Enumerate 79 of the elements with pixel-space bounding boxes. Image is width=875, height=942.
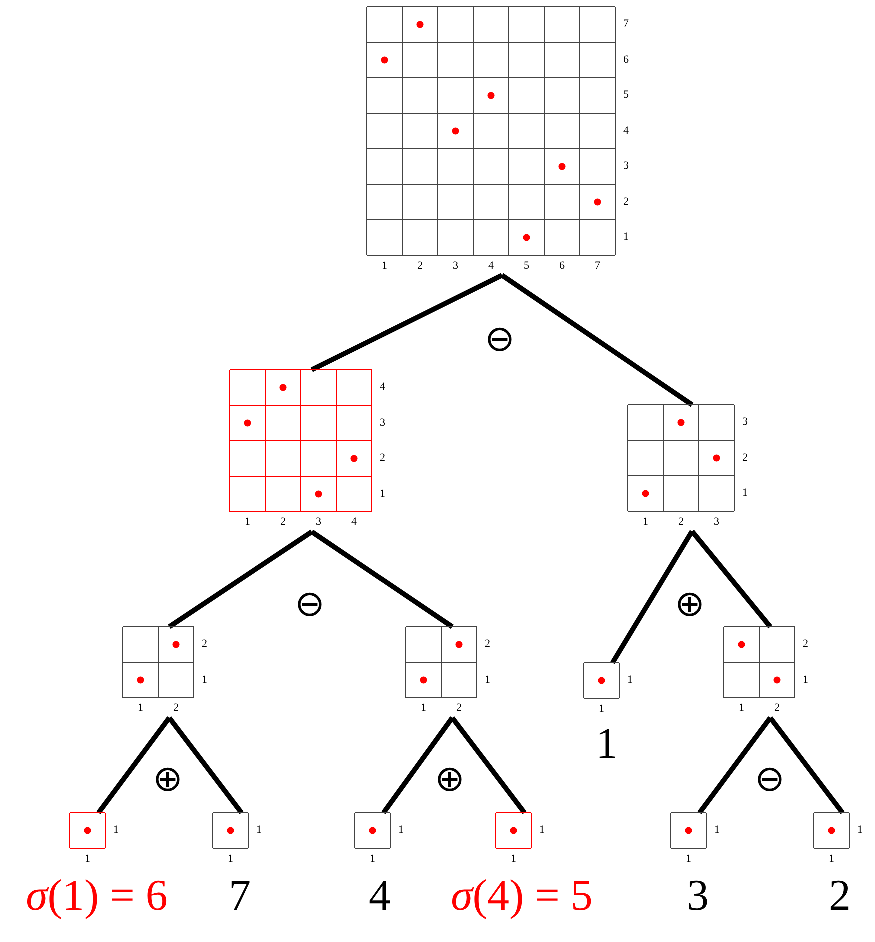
axis-label: 6 — [624, 54, 629, 66]
axis-label: 1 — [398, 825, 404, 836]
operator-symbol: ⊖ — [484, 321, 516, 359]
value-label: 4 — [369, 872, 391, 920]
tree-edge — [168, 716, 244, 815]
axis-label: 1 — [485, 674, 490, 686]
axis-label: 4 — [380, 382, 386, 394]
value-label: 1 — [596, 720, 618, 768]
axis-label: 1 — [714, 825, 720, 836]
tree-edge — [168, 530, 314, 630]
axis-label: 1 — [739, 703, 744, 714]
axis-label: 1 — [624, 232, 629, 244]
axis-label: 1 — [138, 703, 144, 714]
axis-label: 1 — [85, 854, 90, 864]
operator-symbol: ⊖ — [294, 586, 326, 624]
value-label: σ(4) = 5 — [451, 872, 593, 920]
axis-label: 5 — [524, 260, 530, 272]
axis-label: 3 — [316, 517, 322, 528]
axis-label: 1 — [511, 854, 516, 864]
axis-label: 2 — [678, 516, 684, 528]
axis-label: 1 — [256, 825, 262, 836]
operator-symbol: ⊖ — [754, 761, 786, 799]
axis-label: 3 — [453, 260, 458, 272]
axis-label: 5 — [624, 90, 629, 102]
axis-label: 2 — [803, 639, 808, 650]
axis-label: 1 — [202, 674, 208, 686]
axis-label: 1 — [686, 854, 692, 864]
axis-label: 1 — [643, 516, 648, 528]
axis-label: 1 — [370, 854, 376, 864]
axis-label: 2 — [380, 453, 386, 464]
axis-label: 7 — [595, 260, 600, 272]
axis-label: 3 — [742, 417, 748, 428]
axis-label: 1 — [228, 854, 234, 864]
value-label: 3 — [687, 872, 709, 920]
axis-label: 1 — [114, 825, 119, 836]
axis-label: 2 — [624, 196, 629, 208]
axis-label: 1 — [829, 854, 834, 864]
axis-label: 1 — [245, 517, 250, 528]
tree-edge — [500, 273, 694, 408]
axis-label: 2 — [742, 452, 748, 464]
tree-edge — [610, 530, 694, 664]
value-label: σ(1) = 6 — [26, 872, 168, 920]
axis-label: 2 — [418, 260, 423, 272]
axis-label: 2 — [774, 703, 780, 714]
axis-label: 1 — [382, 260, 388, 272]
axis-label: 2 — [174, 703, 179, 714]
tree-edge — [690, 530, 772, 629]
axis-label: 3 — [624, 161, 629, 172]
axis-label: 1 — [858, 825, 863, 836]
axis-label: 7 — [624, 19, 629, 30]
tree-edge — [310, 273, 504, 372]
axis-label: 2 — [280, 517, 286, 528]
tree-edge — [310, 530, 454, 630]
axis-label: 4 — [624, 126, 629, 137]
axis-label: 2 — [456, 703, 462, 714]
value-label: 7 — [229, 872, 251, 920]
axis-label: 3 — [380, 418, 386, 429]
axis-label: 1 — [540, 825, 545, 836]
operator-symbol: ⊕ — [674, 586, 706, 624]
axis-label: 2 — [202, 639, 208, 650]
tree-edge — [382, 716, 455, 814]
axis-label: 1 — [803, 674, 808, 686]
value-label: 2 — [829, 872, 851, 920]
operator-symbol: ⊕ — [434, 761, 466, 799]
axis-label: 6 — [560, 260, 565, 272]
axis-label: 1 — [628, 675, 633, 686]
operator-symbol: ⊕ — [152, 761, 184, 799]
tree-edge — [768, 716, 845, 815]
axis-label: 3 — [714, 516, 720, 528]
axis-label: 1 — [380, 488, 386, 500]
axis-label: 1 — [421, 703, 426, 714]
tree-edge — [698, 716, 772, 814]
tree-edge — [96, 716, 172, 814]
tree-edge — [450, 716, 527, 815]
axis-label: 1 — [599, 704, 604, 714]
axis-label: 1 — [742, 488, 748, 500]
axis-label: 4 — [352, 517, 357, 528]
axis-label: 4 — [488, 260, 494, 272]
axis-label: 2 — [485, 639, 490, 650]
